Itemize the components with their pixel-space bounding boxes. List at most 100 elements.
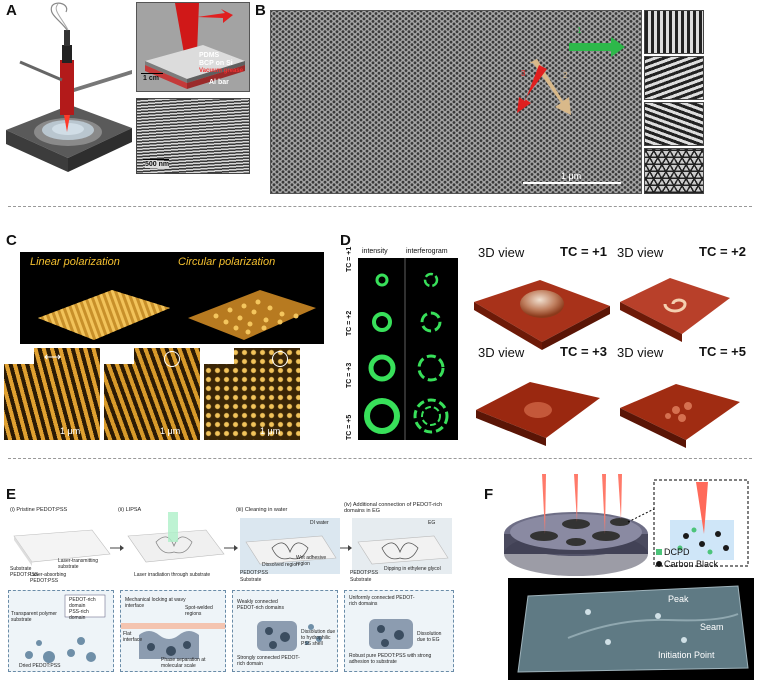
sem-thumb-diagonal-2 [644,102,704,146]
view-title-4: 3D view [617,345,664,360]
view-title-2: 3D view [617,245,664,260]
column-intensity: intensity [362,248,388,255]
afm-circular: 1 μm [204,348,300,440]
label-robust-pedot: Robust pure PEDOT:PSS with strong adhesi… [349,653,432,665]
scale-bar [143,159,169,160]
row-tc-5: TC = +5 [346,414,353,440]
afm-3d-images: Linear polarization Circular polarizatio… [20,252,324,344]
label-eg: EG [428,520,436,526]
panel-label-b: B [255,2,266,19]
label-uniformly-connected: Uniformly connected PEDOT-rich domains [349,595,415,607]
laser-inset: PDMS BCP on Si Vacuum grease Al bar 1 cm [136,2,250,92]
panel-label-e: E [6,486,17,503]
beam-images [358,258,458,440]
arrow-label-2: 2 [563,71,568,80]
ellipse-polarization-icon [164,351,180,367]
afm-elliptical: 1 μm [104,348,200,440]
circular-polarization-title: Circular polarization [178,256,276,268]
label-di-water: DI water [310,520,329,526]
tc-title-4: TC = +5 [699,344,746,359]
step-2-title: (ii) LIPSA [118,507,142,513]
annotation-seam: Seam [700,622,724,632]
sem-image-lines: 500 nm [136,98,250,174]
tc-title-1: TC = +1 [560,244,607,259]
label-pss-rich: PSS-rich domain [69,609,89,621]
divider [8,206,752,207]
row-tc-3: TC = +3 [346,362,353,388]
label-pedot-4: PEDOT:PSS [350,570,379,576]
step-3-title: (iii) Cleaning in water [236,507,288,513]
double-arrow-icon: ⟷ [44,350,62,364]
label-pdms: PDMS [199,52,220,59]
afm-3d-vortex-surfaces [474,278,740,448]
annotation-initiation-point: Initiation Point [658,650,715,660]
row-tc-1: TC = +1 [346,246,353,272]
arrow-label-3: 3 [521,69,526,78]
panel-label-a: A [6,2,17,19]
label-dissolution-pss: Dissolution due to hydrophilic PSS shell [301,629,336,647]
label-mechanical-locking: Mechanical locking at wavy interface [125,597,186,609]
label-dissolved: Dissolved region [262,562,299,568]
direction-arrows [517,37,625,184]
green-arrow [569,37,625,57]
scale-label: 1 μm [160,426,181,436]
label-pedot: PEDOT:PSS [10,572,39,578]
legend-swatch-dcpd [656,549,662,555]
linear-polarization-title: Linear polarization [30,256,120,268]
panel-label-d: D [340,232,351,249]
label-spot-welded: Spot-welded regions [185,605,213,617]
label-wet-adhesive: Wet adhesive region [296,555,327,567]
label-pedot-3: PEDOT:PSS [240,570,269,576]
label-weakly-connected: Weakly connected PEDOT-rich domains [237,599,284,611]
label-vacuum-grease: Vacuum grease [199,68,244,74]
circle-polarization-icon [272,351,288,367]
detail-box-lipsa: Mechanical locking at wavy interface Spo… [120,590,226,672]
label-dissolution-eg: Dissolution due to EG [417,631,442,643]
laser-setup-illustration [6,2,132,172]
label-strongly-connected: Strongly connected PEDOT-rich domain [237,655,300,667]
scale-label: 500 nm [145,161,170,168]
scale-label: 1 μm [60,426,81,436]
detail-box-cleaning: Weakly connected PEDOT-rich domains Diss… [232,590,338,672]
label-flat-interface: Flat interface [123,631,143,643]
view-title-1: 3D view [478,245,525,260]
fabrication-illustration [504,474,749,576]
sem-image-lattice: 3 2 1 1 μm [270,10,642,194]
label-pedot-rich: PEDOT-rich domain [69,597,96,609]
detail-box-pristine: PEDOT-rich domain PSS-rich domain Transp… [8,590,114,672]
red-arrow [517,65,547,113]
label-substrate-3: Substrate [240,577,262,583]
vortex-rings [364,258,449,440]
label-transparent-substrate: Transparent polymer substrate [11,611,57,623]
panel-label-f: F [484,486,494,503]
sem-thumb-diagonal [644,56,704,100]
legend-swatch-carbon [656,561,662,567]
label-substrate: Substrate [10,566,32,572]
process-illustrations [13,512,452,574]
detail-box-eg: Uniformly connected PEDOT-rich domains D… [344,590,454,672]
label-laser-absorbing: Laser-absorbing PEDOT:PSS [30,572,67,584]
scale-label: 1 μm [561,171,582,181]
label-laser-irradiation: Laser irradiation through substrate [134,572,211,578]
legend-carbon-black: Carbon Black [664,559,719,569]
step-1-title: (i) Pristine PEDOT:PSS [10,507,68,513]
view-title-3: 3D view [478,345,525,360]
scale-bar [141,73,163,74]
afm-linear: ⟷ 1 μm [4,348,100,440]
arrow-label-1: 1 [577,26,582,35]
step-4-title: (iv) Additional connection of PEDOT-rich… [344,502,443,514]
tc-title-2: TC = +2 [699,244,746,259]
legend-dcpd: DCPD [664,547,690,557]
label-dried-pedot: Dried PEDOT:PSS [19,663,61,669]
sem-thumb-triangular [644,148,704,194]
panel-label-c: C [6,232,17,249]
scale-label: 1 μm [260,426,281,436]
divider [8,458,752,459]
label-substrate-4: Substrate [350,577,372,583]
sem-thumb-vertical [644,10,704,54]
cured-surface-photo: Peak Seam Initiation Point [508,578,754,680]
label-al-bar: Al bar [209,79,229,86]
row-tc-2: TC = +2 [346,310,353,336]
label-bcp: BCP on Si [199,60,233,67]
label-dipping-eg: Dipping in ethylene glycol [384,566,441,572]
